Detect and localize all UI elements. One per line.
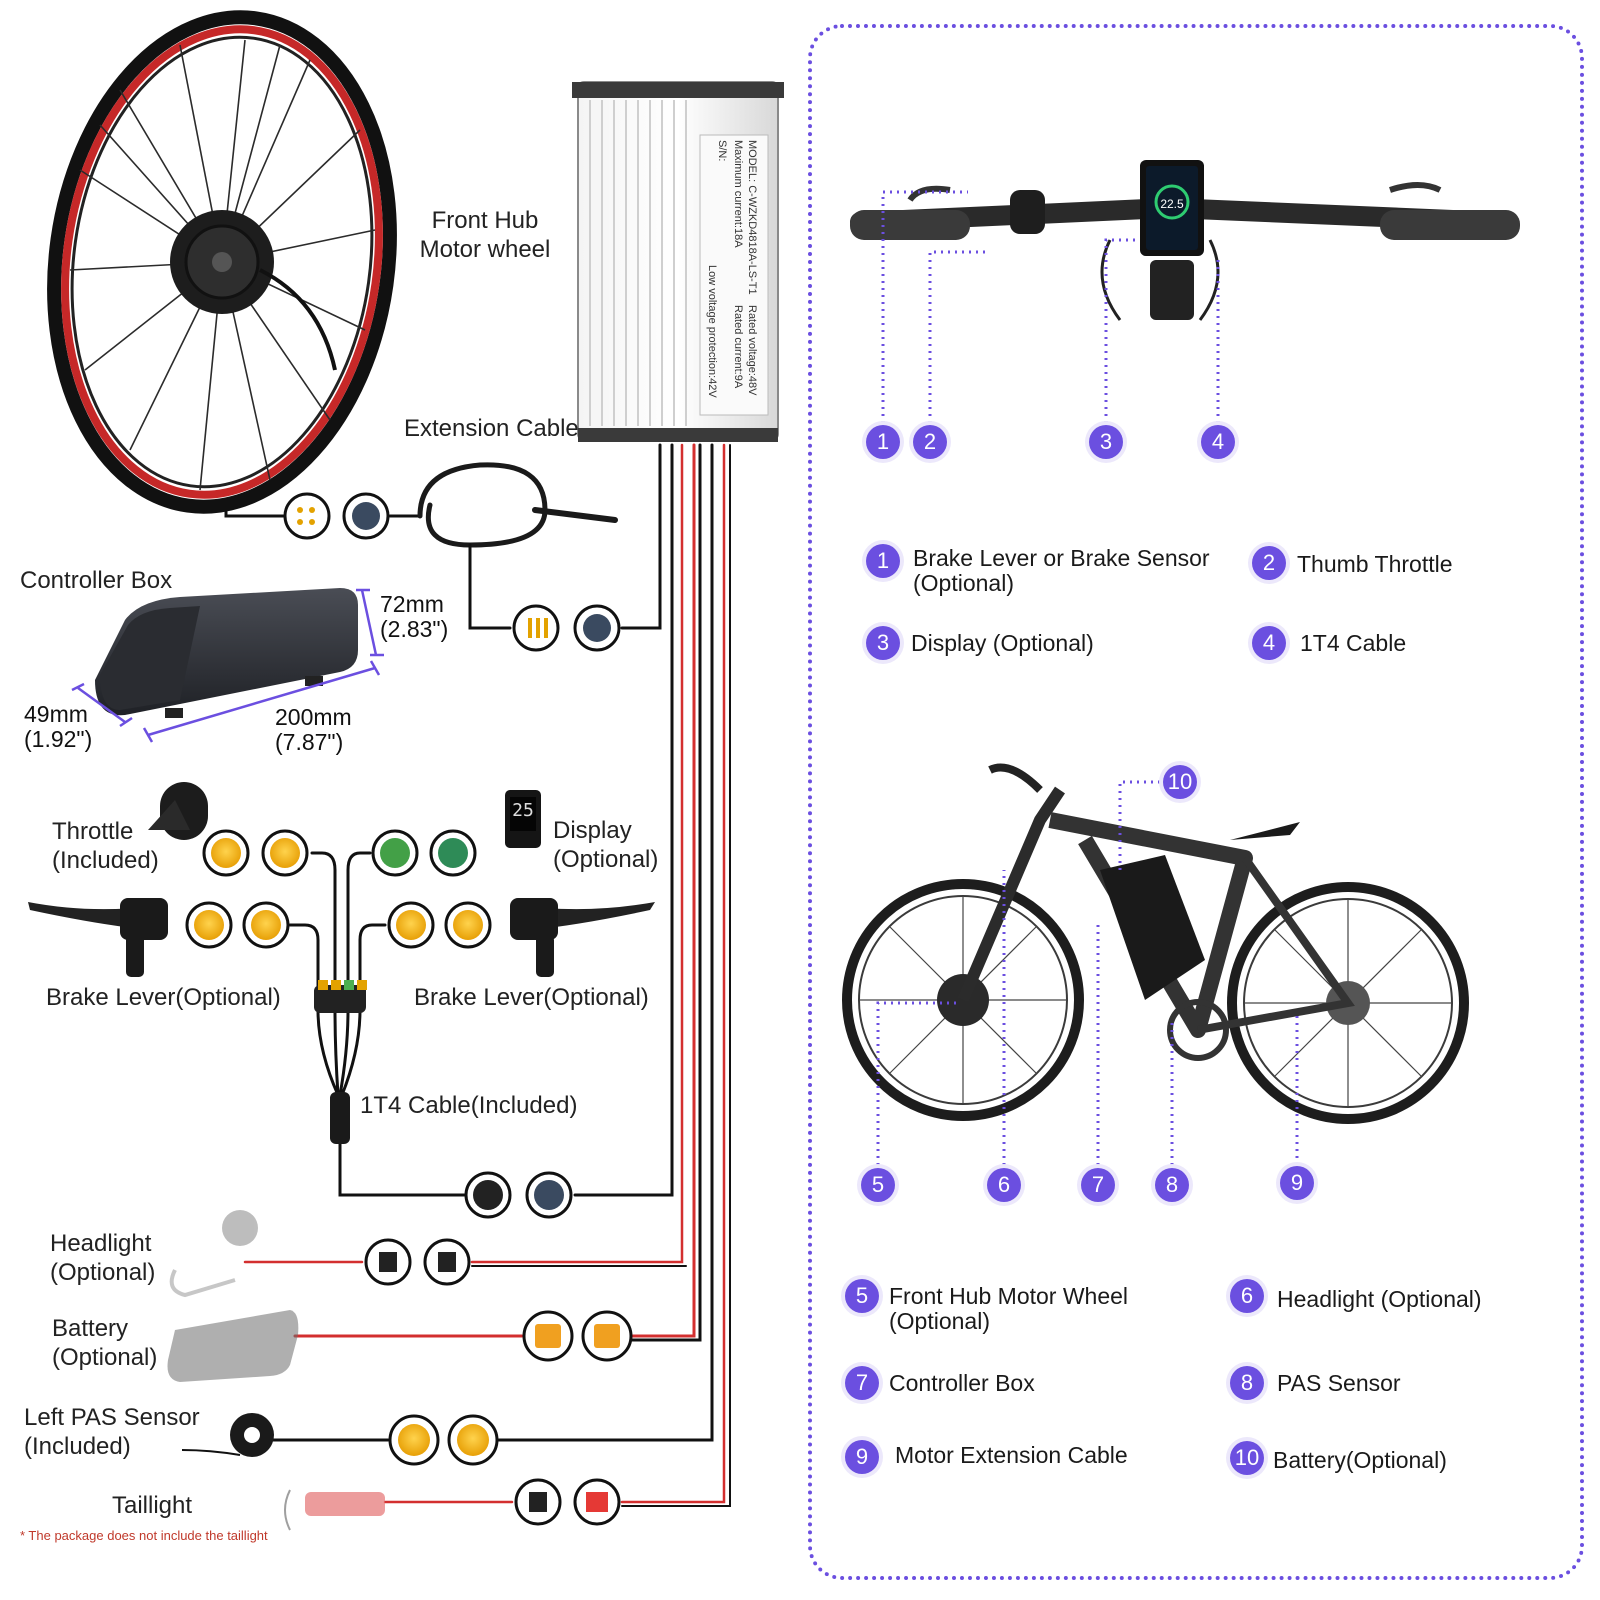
legend-bottom-5-line2: (Optional) [889,1308,990,1334]
controller-box-image [71,588,384,743]
cable-1t4-label: 1T4 Cable(Included) [360,1092,578,1119]
legend-top-4-text: 1T4 Cable [1300,630,1407,656]
sticker-low-voltage: Low voltage protection:42V [706,265,718,398]
legend-bottom-5-text: Front Hub Motor Wheel (Optional) [889,1284,1128,1334]
callout-9: 9 [1280,1166,1314,1200]
callout-3: 3 [1089,425,1123,459]
display-device-image [505,790,541,848]
legend-top-1-text: Brake Lever or Brake Sensor (Optional) [913,546,1210,596]
legend-top-2-num: 2 [1252,546,1286,580]
callout-1: 1 [866,425,900,459]
legend-bottom-5-line1: Front Hub Motor Wheel [889,1283,1129,1309]
legend-top-1-num: 1 [866,544,900,578]
headlight-image [169,1210,258,1298]
brake-lever-left-label: Brake Lever(Optional) [46,984,281,1011]
connectors [185,492,633,1526]
pas-label-line1: Left PAS Sensor [24,1404,200,1431]
dim-72-mm: 72mm [380,591,444,617]
legend-bottom-5-num: 5 [845,1279,879,1313]
legend-bottom-7-num: 7 [845,1366,879,1400]
legend-top-2-text: Thumb Throttle [1297,551,1453,577]
pas-sensor-image [181,1413,274,1457]
battery-label-line1: Battery [52,1315,129,1342]
legend-bottom-9-num: 9 [845,1440,879,1474]
legend-bottom-8-num: 8 [1230,1366,1264,1400]
dim-200-in: (7.87") [275,729,344,755]
legend-bottom-6-text: Headlight (Optional) [1277,1286,1482,1312]
headlight-label-line1: Headlight [50,1230,152,1257]
taillight-image [284,1489,385,1531]
wire-harness [224,443,731,1507]
headlight-label: Headlight (Optional) [50,1229,155,1287]
dim-49-in: (1.92") [24,726,93,752]
controller-box-label: Controller Box [20,567,173,594]
callout-8: 8 [1155,1168,1189,1202]
callout-4: 4 [1201,425,1235,459]
controller-image [572,81,784,442]
throttle-image [148,782,208,840]
dimension-length: 200mm (7.87") [275,705,352,755]
dimension-width: 49mm (1.92") [24,702,92,752]
callout-5: 5 [861,1168,895,1202]
taillight-label: Taillight [112,1492,193,1519]
legend-bottom-10-num: 10 [1230,1441,1264,1475]
pas-sensor-label: Left PAS Sensor (Included) [24,1403,200,1461]
dimension-height: 72mm (2.83") [380,592,448,642]
sticker-max-current: Maximum current:18A [732,140,744,248]
legend-top-4-num: 4 [1252,626,1286,660]
display-label: Display (Optional) [553,816,658,874]
throttle-label-line1: Throttle [52,818,134,845]
battery-image [167,1310,299,1382]
legend-panel [808,24,1584,1580]
legend-bottom-8-text: PAS Sensor [1277,1370,1401,1396]
legend-top-3-num: 3 [866,626,900,660]
dim-72-in: (2.83") [380,616,449,642]
callout-6: 6 [987,1168,1021,1202]
legend-bottom-6-num: 6 [1230,1279,1264,1313]
pas-label-line2: (Included) [24,1433,131,1460]
hub-motor-label-line2: Motor wheel [419,236,551,263]
brake-lever-left-image [28,898,168,977]
display-readout: 25 [512,800,534,821]
sticker-sn: S/N: [716,140,728,162]
callout-7: 7 [1081,1168,1115,1202]
legend-top-1-line1: Brake Lever or Brake Sensor [913,545,1210,571]
headlight-label-line2: (Optional) [50,1259,156,1286]
legend-bottom-7-text: Controller Box [889,1370,1035,1396]
brake-lever-right-label: Brake Lever(Optional) [414,984,649,1011]
hub-motor-label-line1: Front Hub [431,207,539,234]
legend-bottom-9-text: Motor Extension Cable [895,1442,1128,1468]
sticker-rated-current: Rated current:9A [732,305,744,389]
callout-10: 10 [1163,765,1197,799]
legend-top-1-line2: (Optional) [913,570,1014,596]
legend-top-3-text: Display (Optional) [911,630,1094,656]
battery-label: Battery (Optional) [52,1314,157,1372]
sticker-rated-voltage: Rated voltage:48V [746,305,758,396]
hub-motor-label: Front Hub Motor wheel [410,206,560,264]
legend-bottom-10-text: Battery(Optional) [1273,1447,1447,1473]
display-label-line1: Display [553,817,632,844]
taillight-note: * The package does not include the taill… [20,1528,268,1543]
throttle-label-line2: (Included) [52,847,159,874]
brake-lever-right-image [510,898,655,977]
sticker-model: MODEL: C-WZKD4818A-LS-T1 [746,140,758,295]
display-label-line2: (Optional) [553,846,659,873]
battery-label-line2: (Optional) [52,1344,158,1371]
dim-49-mm: 49mm [24,701,88,727]
hub-motor-wheel-image [47,10,397,514]
dim-200-mm: 200mm [275,704,352,730]
callout-2: 2 [913,425,947,459]
throttle-label: Throttle (Included) [52,817,159,875]
extension-cable-label: Extension Cable [404,415,579,442]
controller-sticker: MODEL: C-WZKD4818A-LS-T1 Maximum current… [698,140,758,410]
